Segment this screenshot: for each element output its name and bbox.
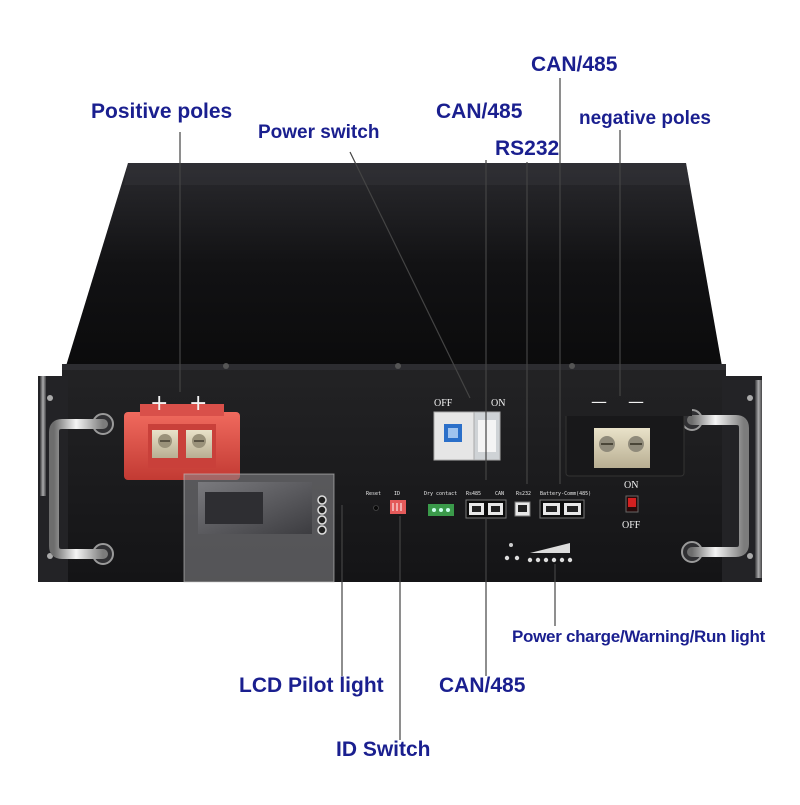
power-switch-breaker[interactable] [433,411,501,461]
rocker-on-label: ON [624,480,638,491]
leader-lines [179,78,621,740]
rs485-can-ports[interactable] [465,499,507,519]
power-switch-callout: Power switch [258,122,380,143]
reset-button[interactable] [373,505,379,511]
rs232-port[interactable] [514,501,531,517]
breaker-on-label: ON [491,398,505,409]
main-rocker-switch[interactable] [625,495,639,513]
id-switch-callout: ID Switch [336,738,431,761]
battery-comm-label: Battery-Comm(485) [540,491,591,497]
positive-terminal[interactable] [124,404,240,480]
rs232-callout: RS232 [495,137,560,160]
negative-poles-callout: negative poles [579,108,711,129]
rs485-label: Rs485 [466,491,481,497]
can-label: CAN [495,491,504,497]
can485-top-left-callout: CAN/485 [436,100,523,123]
negative-terminal[interactable] [562,406,692,477]
lcd-display [183,473,335,583]
can485-bottom-callout: CAN/485 [439,674,526,697]
battery-comm-ports[interactable] [539,499,585,519]
id-label: ID [394,491,400,497]
dry-contact-label: Dry contact [424,491,457,497]
lcd-pilot-lights [317,495,327,535]
minus-marker-2: — [628,392,644,411]
minus-marker-1: — [591,392,607,411]
breaker-off-label: OFF [434,398,453,409]
can485-top-right-callout: CAN/485 [531,53,618,76]
dry-contact-terminal[interactable] [428,504,454,516]
positive-poles-callout: Positive poles [91,100,233,123]
chassis-top [66,163,722,366]
left-handle[interactable] [49,413,114,565]
rs232-label: Rs232 [516,491,531,497]
id-dip-switch[interactable] [390,500,406,514]
plus-marker-1: + [150,391,168,416]
status-leds [504,543,573,563]
power-charge-warning-run-light-callout: Power charge/Warning/Run light [512,627,765,646]
reset-label: Reset [366,491,381,497]
plus-marker-2: + [189,391,207,416]
rocker-off-label: OFF [622,520,641,531]
lcd-pilot-light-callout: LCD Pilot light [239,674,384,697]
chassis-top-highlight [124,163,690,185]
